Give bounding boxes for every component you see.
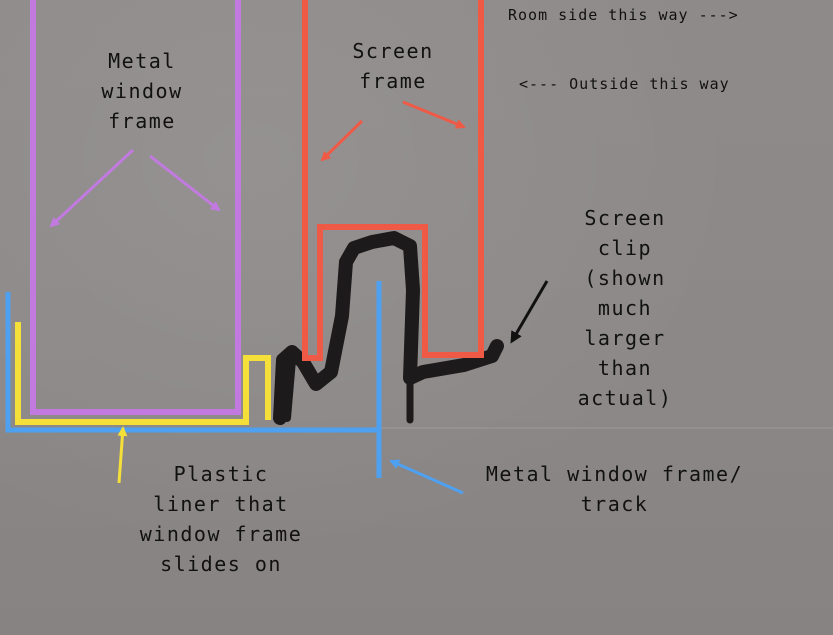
screen-clip-arrow — [510, 280, 549, 344]
label-metal-track: Metal window frame/ track — [485, 462, 744, 516]
metal-track-outline — [5, 292, 379, 433]
plastic-liner-arrow — [117, 426, 128, 484]
metal-frame-arrow-left — [49, 148, 135, 228]
screen-frame-arrow-right — [402, 100, 466, 129]
metal-window-frame-outline — [30, 0, 241, 415]
floor-edge — [370, 427, 833, 429]
label-screen-frame: Screen frame — [352, 39, 434, 93]
metal-track-arrow — [389, 459, 464, 495]
screen-frame-outline — [302, 0, 484, 361]
metal-frame-arrow-right — [149, 154, 221, 212]
label-plastic-liner: Plastic liner that window frame slides o… — [139, 462, 303, 576]
screen-clip-shape — [273, 231, 504, 425]
label-metal-window-frame: Metal window frame — [101, 49, 183, 133]
screen-frame-arrow-left — [320, 119, 364, 162]
label-screen-clip: Screen clip (shown much larger than actu… — [577, 206, 673, 410]
plastic-liner-outline — [15, 322, 271, 425]
label-room-side: Room side this way ---> — [508, 6, 739, 24]
label-outside: <--- Outside this way — [519, 75, 730, 93]
